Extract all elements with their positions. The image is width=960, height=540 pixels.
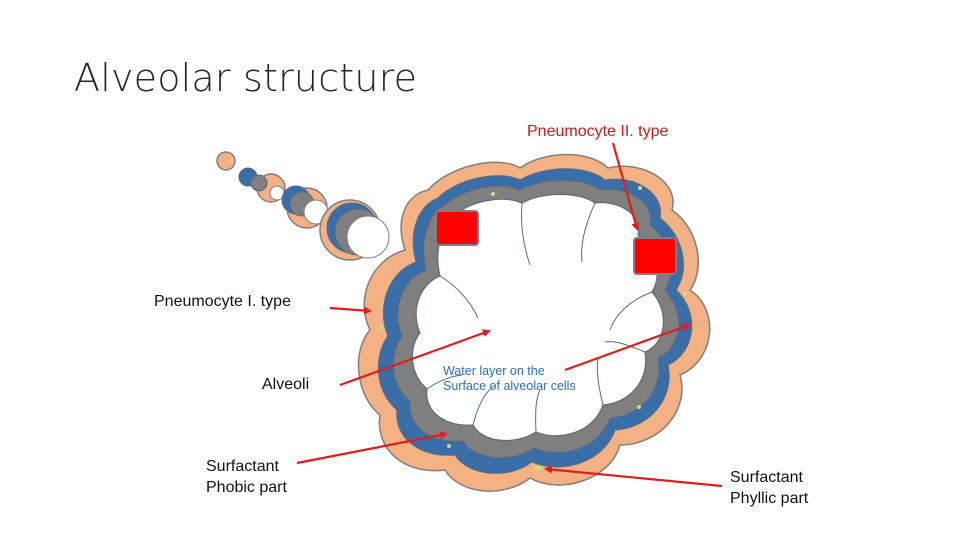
label-surfactant-phyllic-line1: Surfactant — [730, 469, 803, 486]
label-surfactant-phobic: Surfactant Phobic part — [206, 456, 287, 498]
arrow-pneumocyte-type1 — [329, 306, 372, 315]
label-pneumocyte-type1: Pneumocyte I. type — [154, 293, 291, 310]
surfactant-dots — [379, 186, 687, 471]
arrow-surfactant-phobic — [296, 431, 448, 465]
annotation-arrows — [296, 142, 723, 488]
arrow-alveoli — [339, 329, 491, 387]
label-water-layer: Water layer on the Surface of alveolar c… — [443, 364, 576, 394]
label-surfactant-phyllic-line2: Phyllic part — [730, 490, 809, 507]
slide-title: Alveolar structure — [74, 56, 418, 100]
label-surfactant-phobic-line1: Surfactant — [206, 458, 279, 475]
label-surfactant-phyllic: Surfactant Phyllic part — [730, 467, 808, 509]
label-water-layer-line2: Surface of alveolar cells — [443, 379, 576, 393]
pneumocyte-type2-cell — [435, 210, 479, 246]
lumen-fold-lines — [426, 202, 653, 433]
label-pneumocyte-type2: Pneumocyte II. type — [527, 123, 669, 140]
label-water-layer-line1: Water layer on the — [443, 364, 545, 378]
alveolus-lumen — [411, 193, 664, 442]
arrow-pneumocyte-type2 — [611, 142, 640, 231]
label-surfactant-phobic-line2: Phobic part — [206, 479, 287, 496]
arrow-surfactant-phyllic — [544, 465, 723, 488]
airway-circles — [216, 151, 390, 261]
arrow-water-layer — [564, 323, 691, 372]
label-alveoli: Alveoli — [262, 376, 310, 393]
pneumocyte-type2-cell — [633, 237, 677, 275]
